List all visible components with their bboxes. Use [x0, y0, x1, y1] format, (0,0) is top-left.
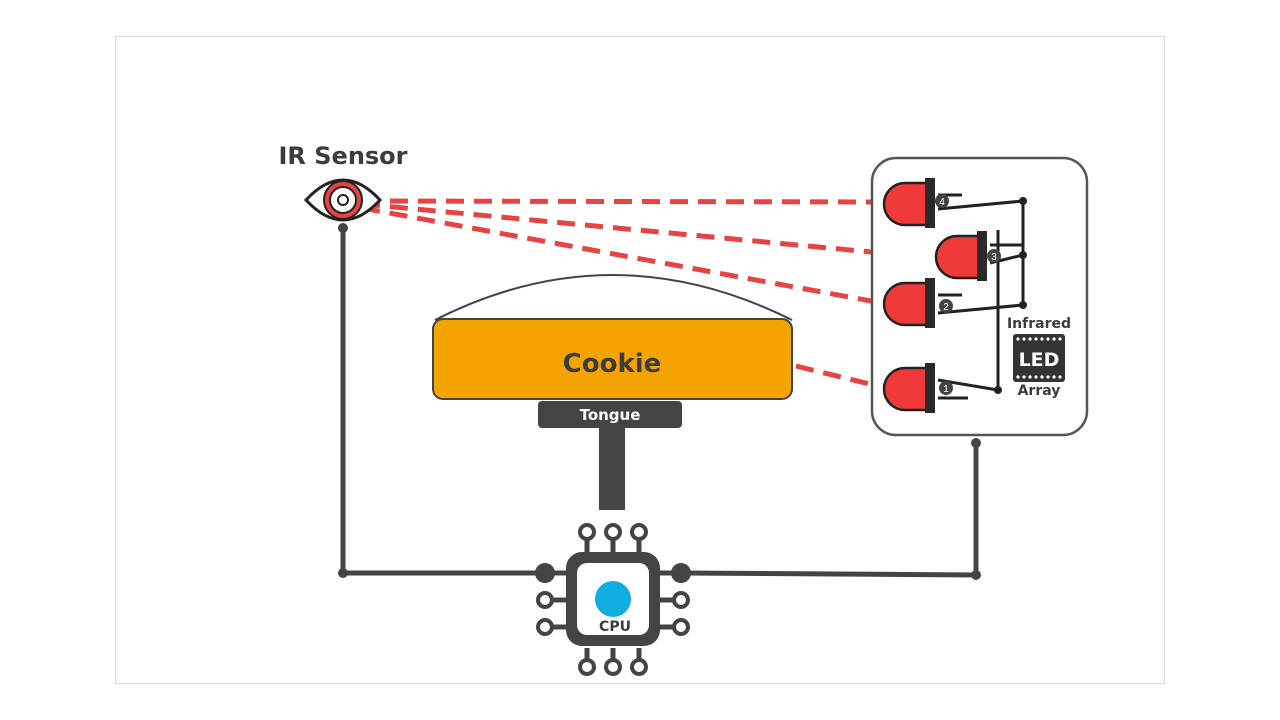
led-number-badge [935, 194, 949, 208]
led-number: 2 [943, 302, 949, 313]
sensor-wire-node [338, 223, 348, 233]
ir-sensor: IR Sensor [278, 142, 408, 222]
led-3: 3 [934, 231, 1024, 281]
cpu: CPU [535, 523, 691, 676]
led-number-badge [939, 381, 953, 395]
cookie: Cookie [432, 274, 793, 400]
beam-led-3 [361, 201, 936, 261]
sensor-wire-corner [338, 568, 348, 578]
cpu-connector-right [671, 563, 691, 583]
cpu-connector-left [535, 563, 555, 583]
led-4: 4 [882, 178, 1024, 228]
infrared-label: Infrared [1007, 316, 1071, 332]
cpu-indicator [595, 581, 631, 617]
led-leg [937, 303, 1024, 315]
tongue-label: Tongue [580, 406, 641, 424]
beam-led-4 [361, 198, 883, 205]
led-bulb [882, 181, 930, 227]
cpu-pins [536, 523, 690, 676]
led-number-badge [939, 299, 953, 313]
led-chip-label: LED [1019, 349, 1060, 371]
cpu-label: CPU [599, 619, 631, 635]
led-rim [925, 363, 935, 413]
led-2: 2 [882, 278, 1024, 328]
led-rim [925, 178, 935, 228]
led-chip-icon: LED [1013, 334, 1065, 382]
led-bulb [882, 366, 930, 412]
led-number: 4 [939, 197, 945, 208]
led-number: 1 [943, 384, 949, 395]
led-rim [925, 278, 935, 328]
led-wire-node [971, 438, 981, 448]
cookie-dome [434, 274, 793, 321]
led-rim [977, 231, 987, 281]
tongue-bar [538, 401, 682, 428]
led-bulb [882, 281, 930, 327]
led-leg [937, 199, 1024, 211]
ir-beams [361, 198, 936, 390]
array-label: Array [1018, 383, 1061, 399]
cookie-label: Cookie [563, 349, 662, 379]
led-wire-corner [971, 570, 981, 580]
led-array: 4 3 2 1 Infrar [870, 156, 1089, 437]
cookie-body [432, 318, 793, 400]
beam-led-1-blocked [795, 363, 883, 390]
led-chip-body [1013, 334, 1065, 382]
led-bulb [934, 234, 982, 280]
beam-led-2 [361, 205, 883, 306]
eye-pupil [337, 194, 349, 206]
led-1: 1 [882, 363, 999, 413]
led-number: 3 [991, 252, 997, 263]
tongue: Tongue [538, 401, 682, 428]
ir-sensor-label: IR Sensor [278, 142, 407, 170]
led-number-badge [987, 249, 1001, 263]
